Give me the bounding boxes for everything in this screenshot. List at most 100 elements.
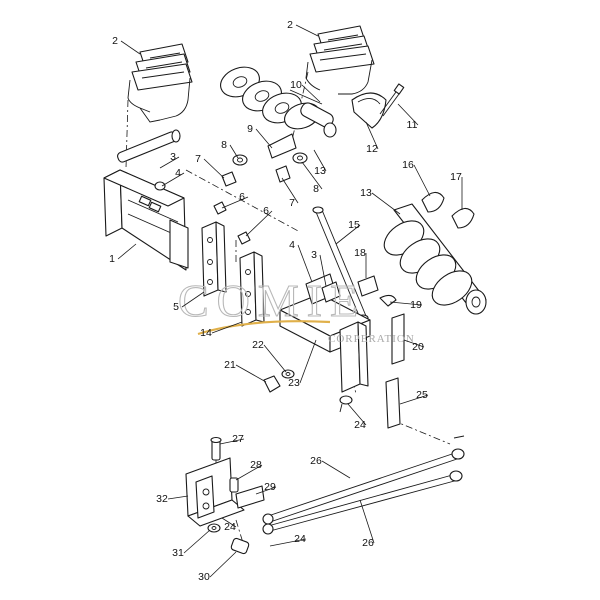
bolt-11	[379, 83, 405, 117]
nut-21	[263, 375, 281, 393]
callout-label-8: 8	[221, 139, 227, 151]
hinge-plates-5-14	[201, 201, 265, 327]
callout-leader-10	[301, 84, 321, 103]
callout-leader-4	[297, 244, 313, 283]
callout-label-26: 26	[310, 455, 322, 467]
callout-leaders	[117, 24, 463, 578]
callout-leader-2	[295, 24, 319, 37]
callout-leader-23	[299, 339, 317, 384]
small-parts-18-19-20	[357, 275, 405, 365]
callout-label-6: 6	[239, 191, 245, 203]
pin-24-and-bracket-25	[339, 377, 401, 429]
callout-leader-8	[301, 161, 323, 190]
callout-leader-3	[159, 156, 180, 169]
callout-label-13: 13	[314, 165, 326, 177]
tie-rods-26	[262, 435, 465, 535]
fasteners-top	[221, 133, 308, 187]
callout-label-13: 13	[360, 187, 372, 199]
callout-leader-5	[181, 291, 205, 308]
watermark-text: COMIE	[178, 275, 366, 326]
callout-leader-20	[403, 339, 425, 348]
callout-label-30: 30	[198, 571, 210, 583]
callout-leader-31	[183, 529, 211, 554]
callout-label-3: 3	[311, 249, 317, 261]
callout-label-24: 24	[354, 419, 366, 431]
callout-leader-11	[397, 103, 419, 126]
callout-leader-15	[335, 224, 361, 245]
callout-leader-7	[203, 158, 225, 179]
callout-leader-32	[167, 495, 189, 500]
callout-label-21: 21	[224, 359, 236, 371]
callout-leader-13	[371, 192, 401, 215]
callout-label-1: 1	[109, 253, 115, 265]
callout-leader-6	[221, 196, 249, 209]
callout-label-27: 27	[232, 433, 244, 445]
step-ladder-left	[127, 43, 193, 123]
callout-leader-27	[219, 438, 245, 445]
callout-label-12: 12	[366, 143, 378, 155]
callout-label-3: 3	[170, 151, 176, 163]
callout-leader-13	[313, 149, 327, 172]
shield-plate-12	[351, 92, 387, 129]
callout-label-31: 31	[172, 547, 184, 559]
callout-label-8: 8	[313, 183, 319, 195]
callout-label-20: 20	[412, 341, 424, 353]
callout-label-17: 17	[450, 171, 462, 183]
callout-leader-30	[209, 551, 237, 578]
callout-label-24: 24	[294, 533, 306, 545]
callout-label-32: 32	[156, 493, 168, 505]
callout-leader-9	[255, 128, 273, 149]
callout-leader-4	[161, 172, 185, 187]
auger-flights-top	[220, 66, 337, 138]
main-frame-1	[103, 129, 189, 271]
auger-13-right	[383, 191, 487, 315]
callout-label-6: 6	[263, 205, 269, 217]
callout-label-26: 26	[362, 537, 374, 549]
callout-label-11: 11	[407, 119, 418, 131]
step-ladder-right	[305, 25, 375, 95]
watermark-subtext: CORPERATION	[328, 333, 415, 345]
callout-label-4: 4	[175, 167, 181, 179]
callout-leader-26	[359, 499, 375, 544]
callout-label-18: 18	[354, 247, 366, 259]
callout-leader-19	[389, 301, 423, 306]
callout-leader-6	[245, 210, 273, 237]
callout-label-19: 19	[410, 299, 422, 311]
washer-31-bolt-30	[207, 523, 250, 555]
callout-label-9: 9	[247, 123, 253, 135]
callout-label-5: 5	[173, 301, 179, 313]
callout-label-29: 29	[264, 481, 276, 493]
callout-label-16: 16	[402, 159, 414, 171]
callout-leader-22	[263, 344, 287, 373]
watermark: COMIE CORPERATION	[177, 274, 415, 345]
callout-label-25: 25	[416, 389, 428, 401]
callout-label-2: 2	[287, 19, 293, 31]
lower-bracket-32	[185, 436, 265, 527]
callout-label-22: 22	[252, 339, 264, 351]
callout-leader-8	[229, 144, 239, 159]
callout-leader-2	[120, 40, 141, 55]
callout-label-14: 14	[200, 327, 212, 339]
callout-leader-29	[255, 486, 277, 495]
callout-leader-3	[319, 254, 327, 287]
callout-label-2: 2	[112, 35, 118, 47]
callout-label-28: 28	[250, 459, 262, 471]
callout-label-24: 24	[224, 521, 236, 533]
callout-leader-24	[221, 517, 237, 528]
callout-leader-7	[281, 177, 299, 204]
callout-leader-24	[347, 403, 367, 426]
callout-label-23: 23	[288, 377, 300, 389]
callout-label-7: 7	[195, 153, 201, 165]
callout-leader-1	[117, 243, 137, 260]
callout-leader-12	[365, 121, 379, 150]
callout-leader-16	[413, 164, 431, 197]
callout-label-4: 4	[289, 239, 295, 251]
callout-leader-28	[235, 464, 263, 481]
callout-label-15: 15	[348, 219, 360, 231]
callout-leader-14	[211, 321, 243, 334]
callout-label-10: 10	[290, 79, 302, 91]
callout-leader-25	[399, 394, 429, 405]
